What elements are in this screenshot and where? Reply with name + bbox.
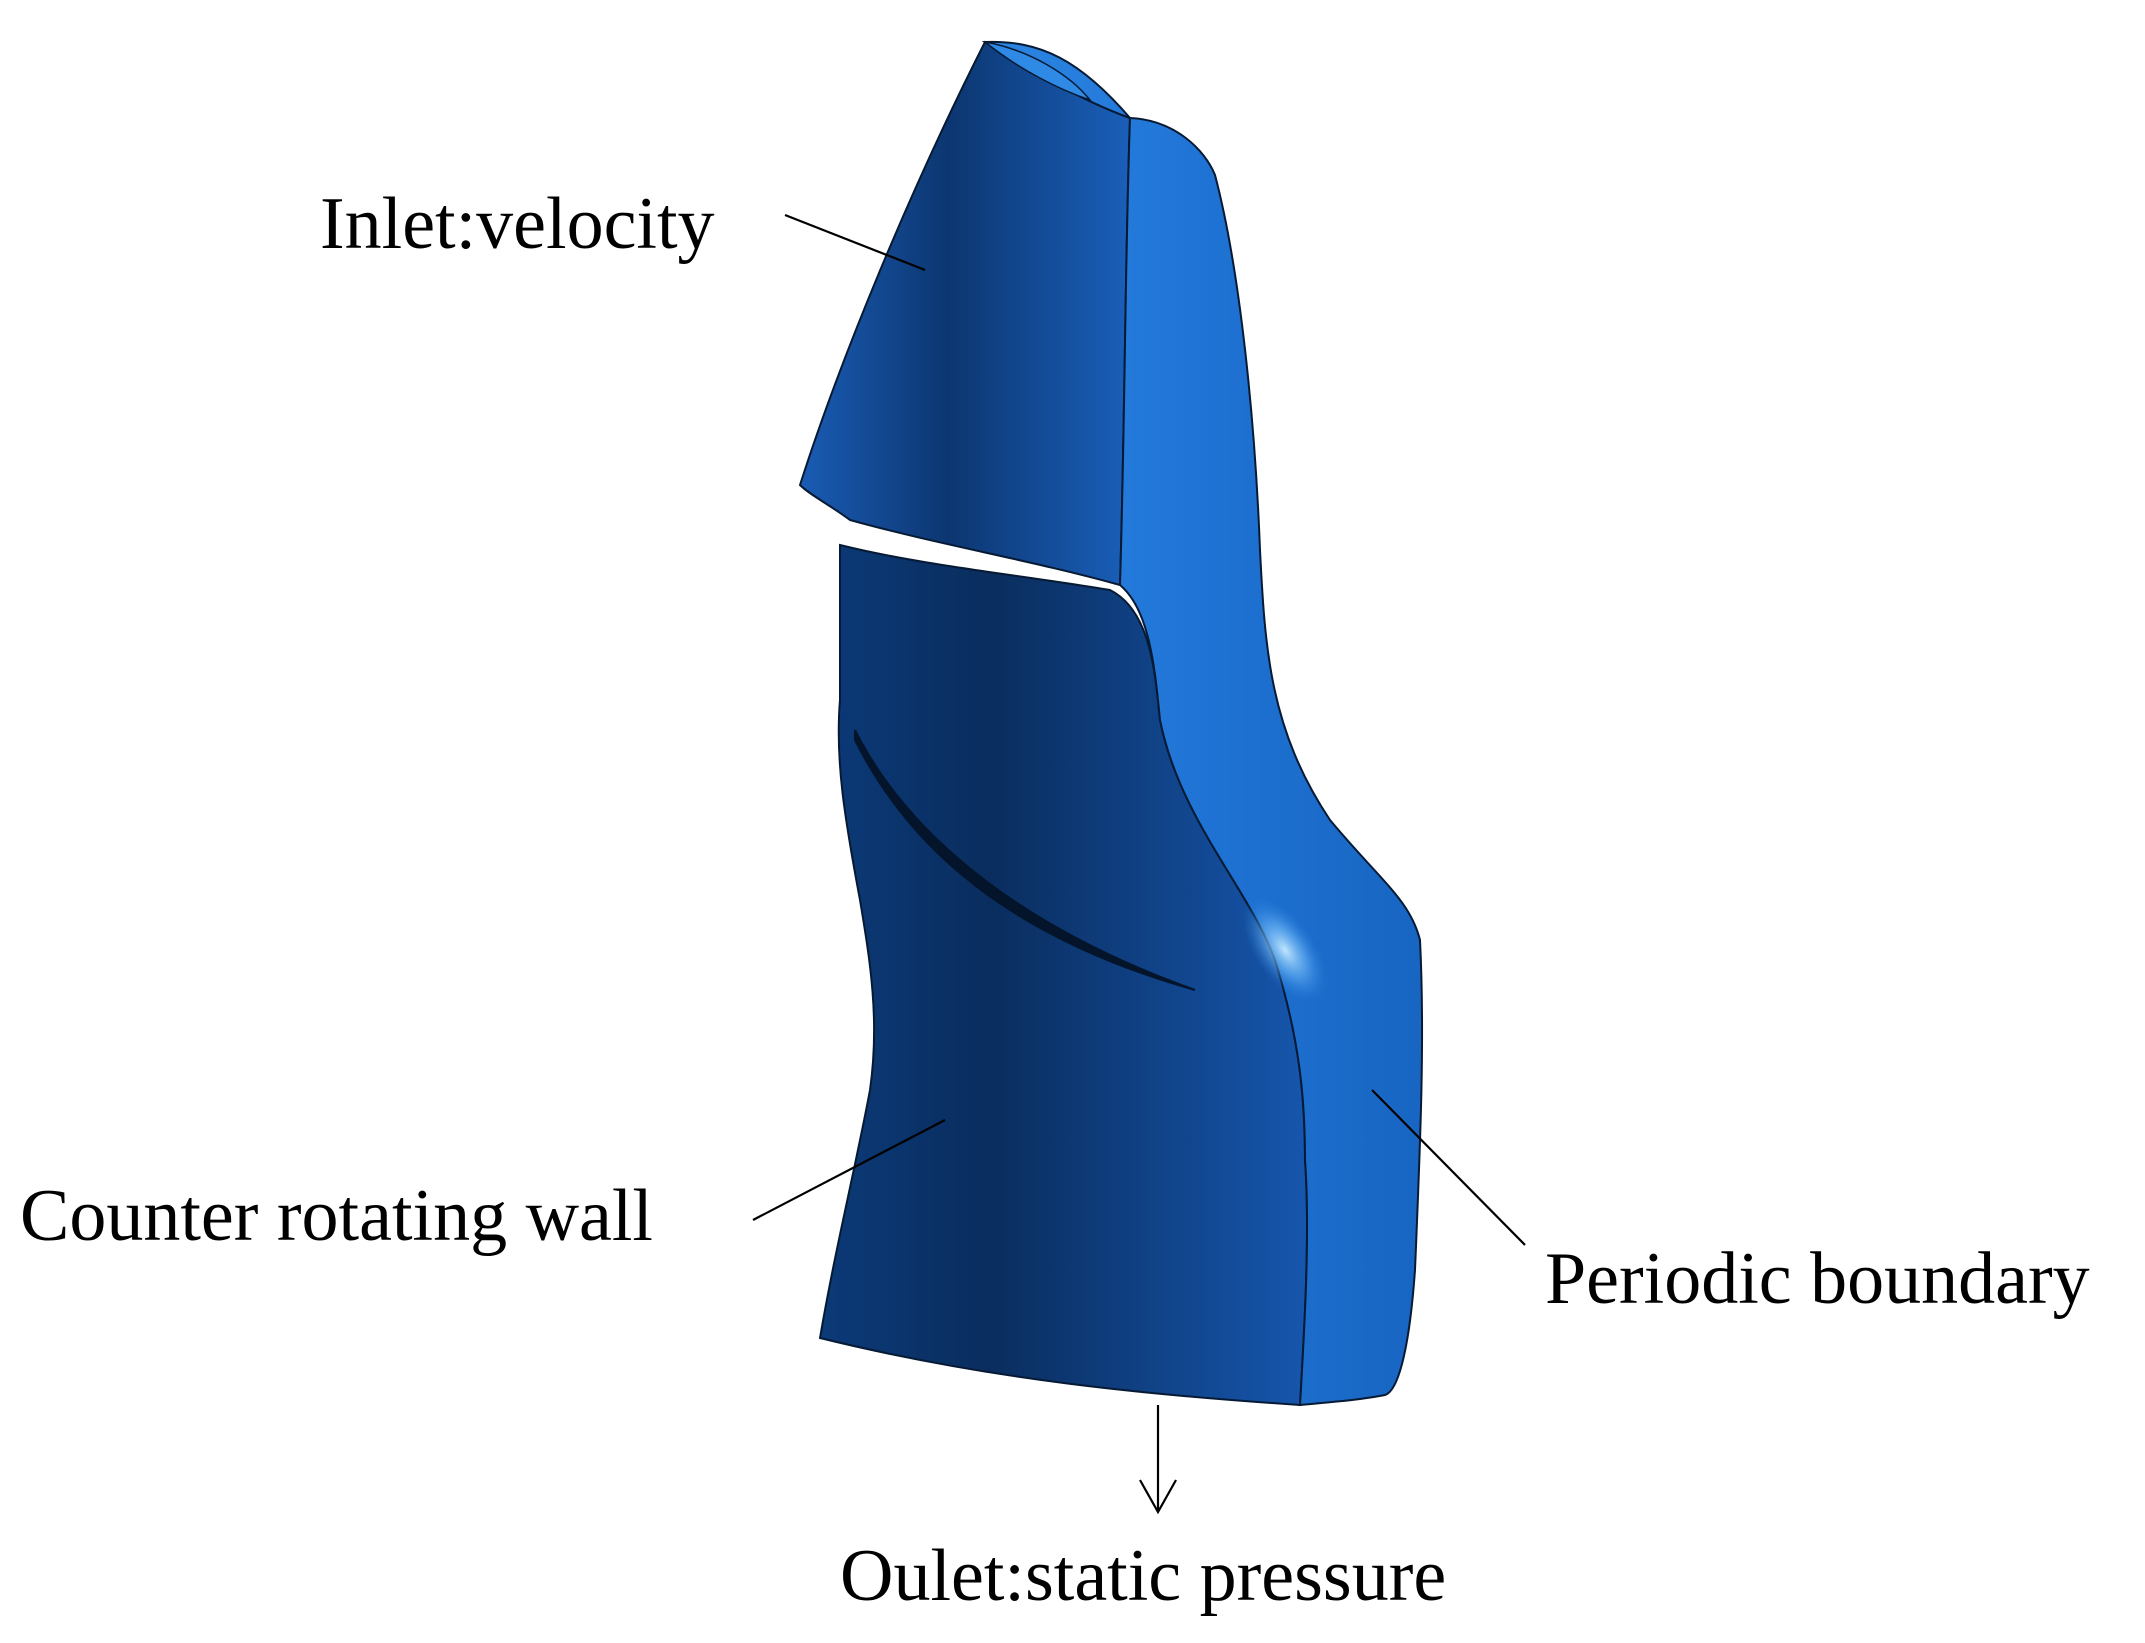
inlet-leader-line xyxy=(784,213,926,272)
surface-highlight xyxy=(1242,897,1328,1003)
blade-slit xyxy=(854,729,1196,991)
outlet-arrow-head xyxy=(1139,1479,1177,1515)
outlet-label: Oulet:static pressure xyxy=(840,1535,1446,1617)
inlet-opening-edge xyxy=(984,41,1093,102)
periodic-boundary-label: Periodic boundary xyxy=(1545,1238,2090,1320)
counter-wall-leader-line xyxy=(752,1119,946,1221)
periodic-leader-line xyxy=(1371,1089,1526,1246)
inlet-label: Inlet:velocity xyxy=(320,183,715,265)
counter-rotating-wall-label: Counter rotating wall xyxy=(20,1175,653,1257)
periodic-boundary-face xyxy=(981,40,1424,1407)
inlet-face xyxy=(798,40,1132,587)
